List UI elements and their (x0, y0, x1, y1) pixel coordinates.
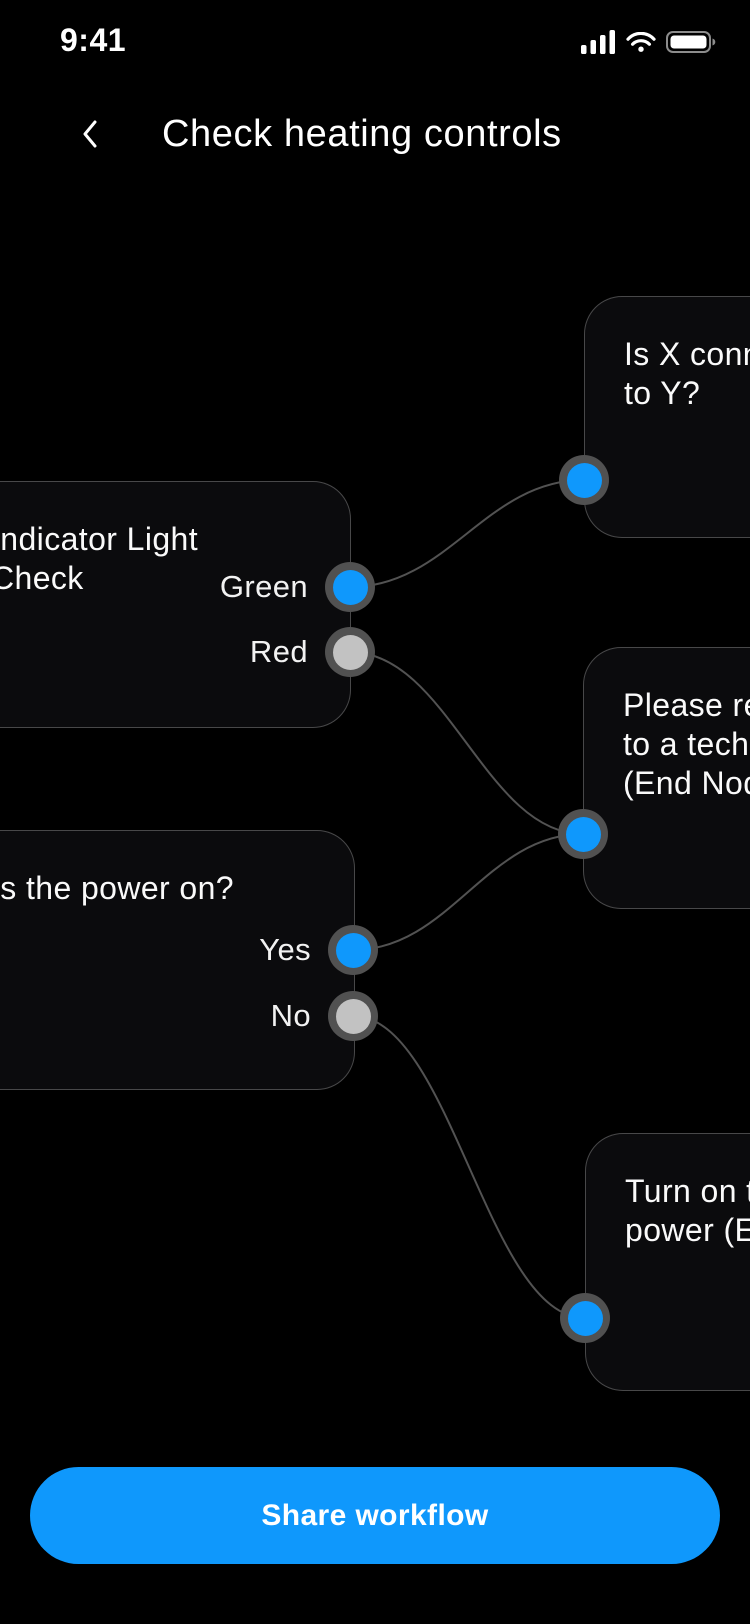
port-label-yes: Yes (259, 932, 311, 967)
port-label-red: Red (249, 634, 308, 669)
workflow-node-is-the-power-on[interactable]: Is the power on? (0, 830, 355, 1090)
chevron-left-icon (83, 120, 97, 148)
port-green[interactable] (325, 562, 375, 612)
port-no[interactable] (328, 991, 378, 1041)
port-is-x-connected-in[interactable] (559, 455, 609, 505)
port-refer-to-technician-in[interactable] (558, 809, 608, 859)
node-title: Please reach out to a technician (End No… (623, 687, 750, 801)
port-label-no: No (270, 998, 311, 1033)
workflow-node-is-x-connected[interactable]: Is X connected to Y? (584, 296, 750, 538)
node-title: Is X connected to Y? (624, 336, 750, 411)
edge-red-to-technician (349, 651, 584, 835)
cellular-signal-icon (581, 30, 615, 54)
edge-yes-to-technician (352, 833, 584, 951)
node-title: Turn on the power (End Node) (625, 1173, 750, 1248)
node-title: Is the power on? (0, 870, 234, 906)
wifi-icon (626, 32, 656, 52)
port-red[interactable] (325, 627, 375, 677)
port-turn-on-power-in[interactable] (560, 1293, 610, 1343)
battery-icon (666, 31, 716, 53)
workflow-node-refer-to-technician[interactable]: Please reach out to a technician (End No… (583, 647, 750, 909)
back-button[interactable] (64, 106, 116, 162)
workflow-node-indicator-light-check[interactable]: Indicator Light Check (0, 481, 351, 728)
status-icons (581, 30, 716, 54)
node-title: Indicator Light Check (0, 521, 199, 596)
page-title: Check heating controls (162, 113, 562, 155)
edge-green-to-is-x-connected (349, 479, 585, 588)
status-time: 9:41 (60, 22, 127, 58)
workflow-node-turn-on-power[interactable]: Turn on the power (End Node) (585, 1133, 750, 1391)
port-yes[interactable] (328, 925, 378, 975)
port-label-green: Green (219, 569, 308, 604)
share-workflow-button[interactable]: Share workflow (30, 1467, 720, 1564)
edge-no-to-turn-on-power (352, 1015, 586, 1319)
